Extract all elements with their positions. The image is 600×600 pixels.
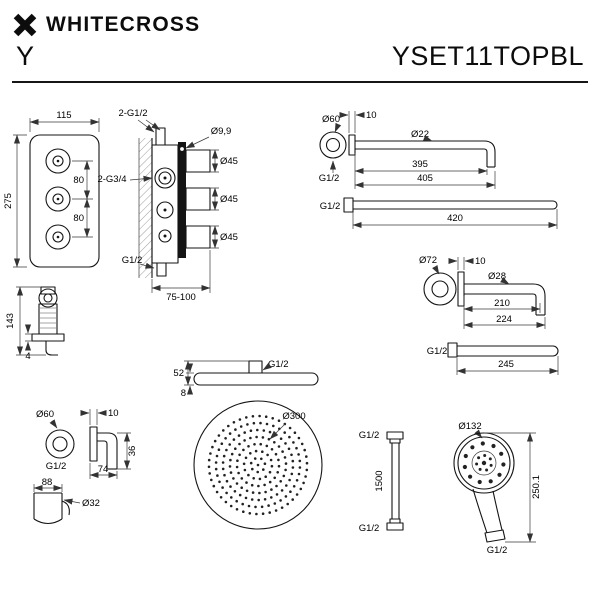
dim-knob-top: Ø45: [220, 156, 238, 167]
dim-outlet-depth-inner: 74: [98, 464, 109, 475]
spout-straight: G1/2 245: [427, 342, 559, 375]
label-top-connections: 2-G1/2: [118, 108, 147, 119]
dim-spout-pipe: Ø28: [488, 271, 506, 282]
dim-outlet-depth-outer: 88: [42, 477, 53, 488]
dim-spout-flange: Ø72: [419, 255, 437, 266]
dim-mixer-width: 115: [56, 110, 71, 121]
brand-logo: WHITECROSS: [12, 12, 588, 38]
dim-arm-flange: Ø60: [322, 114, 340, 125]
dim-outlet-holder-diameter: Ø32: [82, 498, 100, 509]
wall-hatch: [139, 138, 152, 278]
label-spout2-thread: G1/2: [427, 346, 448, 357]
dim-head-edge: 8: [181, 388, 186, 399]
dim-head-diameter: Ø300: [282, 411, 305, 422]
shower-hose: G1/2 1500 G1/2: [359, 430, 404, 534]
dim-outlet-flange-depth: 10: [108, 408, 119, 419]
dim-holder-height: 143: [5, 313, 16, 329]
dim-spout2-length: 245: [498, 359, 514, 370]
label-head-thread: G1/2: [268, 359, 289, 370]
dim-outlet-height: 36: [127, 446, 138, 457]
technical-drawings: 115 275 80 80 2-G1/2: [3, 108, 559, 556]
label-outlet-thread: G1/2: [46, 461, 67, 472]
dim-mixer-height: 275: [3, 193, 14, 209]
dim-arm-pipe: Ø22: [411, 129, 429, 140]
dim-handshower-length: 250.1: [531, 475, 542, 499]
title-row: Y YSET11TOPBL: [12, 41, 588, 83]
dim-head-profile: 52: [173, 368, 184, 379]
label-bottom-connection: G1/2: [122, 255, 143, 266]
label-arm2-thread: G1/2: [320, 201, 341, 212]
dim-holder-base: 4: [25, 351, 30, 362]
sheet-header: WHITECROSS Y YSET11TOPBL: [0, 0, 600, 83]
label-inlet-connections: 2-G3/4: [97, 174, 126, 185]
dim-mount-depth: 75-100: [166, 292, 196, 303]
mixer-side-view: 2-G1/2 Ø9,9 2-G3/4 Ø45 Ø45 Ø45 G1/2 75-1…: [97, 108, 237, 303]
dim-knob-spacing-top: 80: [73, 175, 84, 186]
dim-knob-bottom: Ø45: [220, 232, 238, 243]
dim-arm-flange-depth: 10: [366, 110, 377, 121]
dim-knob-middle: Ø45: [220, 194, 238, 205]
brand-name: WHITECROSS: [46, 13, 201, 36]
dim-spout-length-outer: 224: [496, 314, 512, 325]
label-arm-thread: G1/2: [319, 173, 340, 184]
mixer-front-view: 115 275 80 80: [3, 110, 100, 268]
hand-shower: Ø132 G1/2 250.1: [453, 421, 542, 556]
model-number: YSET11TOPBL: [391, 41, 584, 71]
label-screw-hole: Ø9,9: [211, 126, 232, 137]
whitecross-x-icon: [13, 13, 37, 37]
handshower-dots: [462, 441, 506, 485]
dim-spout-flange-depth: 10: [475, 256, 486, 267]
series-label: Y: [16, 41, 35, 71]
dim-arm-length-outer: 405: [417, 173, 433, 184]
head-shower: G1/2 52 8 Ø300: [173, 359, 323, 530]
dim-arm2-length: 420: [447, 213, 463, 224]
trim-plate: [178, 142, 186, 258]
dim-arm-length-inner: 395: [412, 159, 428, 170]
dim-hose-length: 1500: [374, 470, 385, 491]
handshower-holder: 143 4: [5, 286, 65, 362]
wall-outlet: Ø60 G1/2 10 36 74 88 Ø32: [33, 408, 138, 525]
label-hose-thread-bottom: G1/2: [359, 523, 380, 534]
label-handshower-thread: G1/2: [487, 545, 508, 556]
shower-arm-straight: G1/2 420: [320, 197, 558, 229]
nozzle-dots: [207, 414, 309, 516]
dim-knob-spacing-bottom: 80: [73, 213, 84, 224]
label-hose-thread-top: G1/2: [359, 430, 380, 441]
dim-spout-length-inner: 210: [494, 298, 510, 309]
dim-outlet-flange: Ø60: [36, 409, 54, 420]
spout-curved: Ø72 10 Ø28 210 224: [419, 255, 546, 329]
shower-arm-curved: Ø60 10 Ø22 395 405 G1/2: [319, 110, 496, 189]
dim-handshower-head: Ø132: [458, 421, 481, 432]
